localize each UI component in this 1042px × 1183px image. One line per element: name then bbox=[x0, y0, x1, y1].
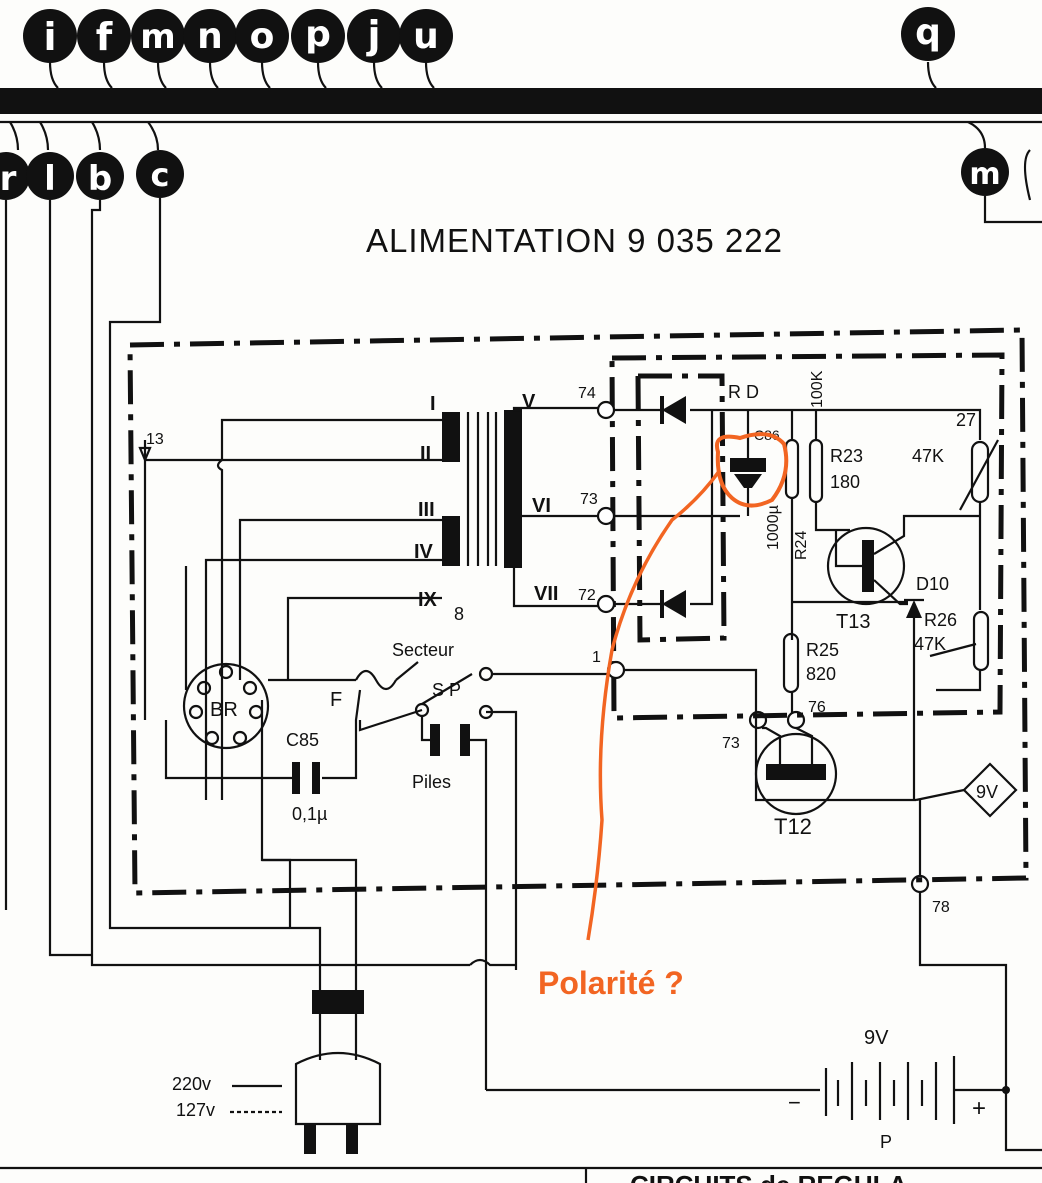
svg-text:P: P bbox=[880, 1132, 892, 1152]
svg-text:820: 820 bbox=[806, 664, 836, 684]
svg-text:73: 73 bbox=[722, 735, 740, 752]
terminal-73a: 73 bbox=[580, 491, 598, 508]
tap-13-label: 13 bbox=[146, 431, 164, 448]
svg-text:R26: R26 bbox=[924, 610, 957, 630]
transformer: I II III IV IX 8 V VI VII bbox=[414, 391, 558, 624]
resistor-r26: R26 47K bbox=[914, 610, 990, 692]
potentiometer-r27: 27 47K bbox=[912, 410, 999, 610]
primary-wiring bbox=[138, 418, 442, 990]
svg-text:T12: T12 bbox=[774, 814, 812, 839]
svg-text:0,1µ: 0,1µ bbox=[292, 804, 327, 824]
svg-text:R D: R D bbox=[728, 382, 759, 402]
svg-text:1000µ: 1000µ bbox=[765, 505, 782, 550]
svg-text:BR: BR bbox=[210, 699, 238, 721]
svg-text:T13: T13 bbox=[836, 611, 870, 633]
fuse-f: F bbox=[330, 661, 419, 711]
polarity-annotation: Polarité ? bbox=[538, 432, 789, 1001]
capacitor-c85: C85 0,1µ bbox=[286, 730, 327, 824]
output-9v: 9V 78 bbox=[910, 762, 1042, 1152]
svg-text:V: V bbox=[522, 391, 536, 413]
regulator-subboundary bbox=[609, 352, 1005, 721]
outer-module-boundary bbox=[127, 327, 1029, 896]
terminal-74: 74 bbox=[578, 385, 596, 402]
svg-text:C85: C85 bbox=[286, 730, 319, 750]
svg-text:−: − bbox=[788, 1090, 801, 1115]
lower-bus-connectors: r l b c m bbox=[0, 121, 1032, 201]
svg-text:o: o bbox=[250, 16, 275, 57]
svg-text:i: i bbox=[43, 15, 56, 59]
svg-text:+: + bbox=[972, 1095, 986, 1122]
svg-text:76: 76 bbox=[808, 699, 826, 716]
footer-partial-text: CIRCUITS de REGULA bbox=[630, 1170, 908, 1183]
bus-connector-i: i bbox=[23, 9, 77, 89]
svg-text:R25: R25 bbox=[806, 640, 839, 660]
bus-connector-j: j bbox=[347, 9, 401, 89]
bus-connector-u: u bbox=[399, 9, 453, 89]
bus-connector-m: m bbox=[131, 9, 185, 89]
mains-plug: 220v 127v bbox=[172, 990, 382, 1154]
svg-text:27: 27 bbox=[956, 410, 976, 430]
transistor-t12: 73 76 T12 bbox=[722, 699, 838, 839]
transistor-t13: T13 bbox=[826, 514, 980, 633]
svg-text:F: F bbox=[330, 689, 342, 711]
schematic-title: ALIMENTATION 9 035 222 bbox=[366, 222, 783, 259]
svg-text:47K: 47K bbox=[912, 446, 944, 466]
svg-text:R23: R23 bbox=[830, 446, 863, 466]
rectifier-boundary bbox=[635, 373, 727, 643]
filter-capacitor-c86: R D C86 1000µ bbox=[728, 382, 782, 550]
mains-battery-switch: Secteur S P Piles bbox=[358, 640, 612, 1090]
svg-text:l: l bbox=[44, 159, 56, 199]
terminal-1: 1 bbox=[592, 649, 601, 666]
top-bus-bar bbox=[0, 88, 1042, 114]
bus-connector-o: o bbox=[235, 9, 289, 89]
svg-text:220v: 220v bbox=[172, 1074, 211, 1094]
svg-text:u: u bbox=[413, 16, 439, 57]
svg-text:100K: 100K bbox=[809, 370, 826, 408]
svg-text:q: q bbox=[915, 12, 941, 53]
bus-connector-n: n bbox=[183, 9, 237, 89]
svg-text:9V: 9V bbox=[864, 1027, 889, 1049]
resistor-network: 100K R24 R23 180 bbox=[784, 370, 982, 640]
svg-text:47K: 47K bbox=[914, 634, 946, 654]
left-bus-wires bbox=[4, 196, 1042, 990]
top-bus-connectors: i f m n o p j bbox=[23, 7, 955, 89]
svg-text:p: p bbox=[305, 14, 331, 55]
svg-text:127v: 127v bbox=[176, 1100, 215, 1120]
resistor-r25: R25 820 bbox=[782, 600, 908, 714]
svg-text:78: 78 bbox=[932, 899, 950, 916]
battery-9v: − 9V P + bbox=[486, 1027, 1010, 1152]
svg-text:I: I bbox=[430, 393, 436, 415]
svg-text:VI: VI bbox=[532, 495, 551, 517]
svg-text:II: II bbox=[420, 443, 431, 465]
terminal-72: 72 bbox=[578, 587, 596, 604]
svg-text:IV: IV bbox=[414, 541, 434, 563]
svg-text:n: n bbox=[197, 16, 223, 57]
svg-text:r: r bbox=[0, 159, 17, 199]
svg-text:180: 180 bbox=[830, 472, 860, 492]
zener-d10: D10 bbox=[904, 574, 949, 800]
svg-text:D10: D10 bbox=[916, 574, 949, 594]
svg-text:Secteur: Secteur bbox=[392, 640, 454, 660]
svg-text:b: b bbox=[88, 159, 112, 199]
rectifier-diodes bbox=[660, 396, 686, 618]
svg-text:m: m bbox=[140, 17, 175, 57]
svg-text:f: f bbox=[96, 15, 113, 59]
bus-connector-q: q bbox=[901, 7, 955, 89]
bus-connector-f: f bbox=[77, 9, 131, 89]
svg-text:8: 8 bbox=[454, 604, 464, 624]
svg-text:9V: 9V bbox=[976, 782, 998, 802]
svg-text:R24: R24 bbox=[793, 531, 810, 560]
polarity-question-label: Polarité ? bbox=[538, 965, 684, 1001]
svg-text:VII: VII bbox=[534, 583, 558, 605]
svg-text:III: III bbox=[418, 499, 435, 521]
svg-text:Piles: Piles bbox=[412, 772, 451, 792]
bus-connector-p: p bbox=[291, 9, 345, 89]
svg-text:j: j bbox=[365, 13, 380, 57]
svg-text:c: c bbox=[151, 156, 170, 194]
bridge-rectifier-br: BR bbox=[182, 662, 270, 750]
svg-text:m: m bbox=[969, 157, 1000, 192]
svg-text:IX: IX bbox=[418, 589, 438, 611]
